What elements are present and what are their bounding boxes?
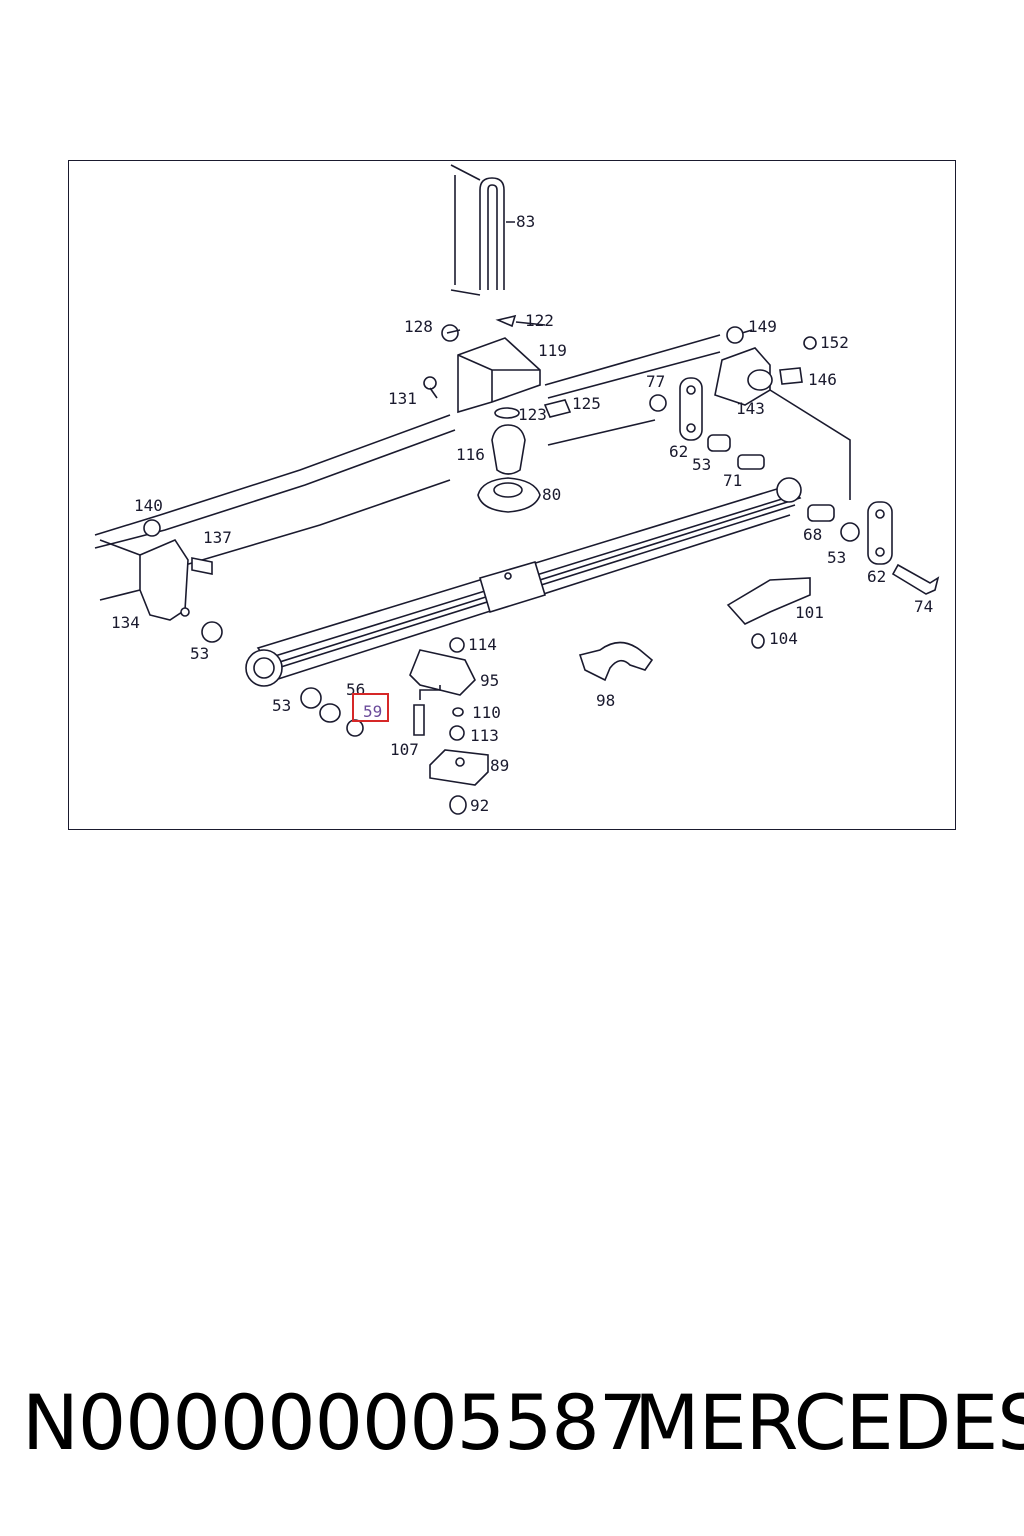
callout-53-rear: 53 — [827, 548, 846, 567]
callout-53-front: 53 — [190, 644, 209, 663]
part-number: N000000005587 — [22, 1378, 647, 1467]
callout-104: 104 — [769, 629, 798, 648]
callout-152: 152 — [820, 333, 849, 352]
callout-149: 149 — [748, 317, 777, 336]
callout-107: 107 — [390, 740, 419, 759]
callout-125: 125 — [572, 394, 601, 413]
callout-140: 140 — [134, 496, 163, 515]
callout-labels: 83 122 128 119 149 152 146 131 125 123 7… — [111, 212, 933, 815]
spring-plate-bracket — [726, 577, 811, 625]
callout-146: 146 — [808, 370, 837, 389]
frame-rail-lower — [174, 419, 656, 569]
leader-lines — [429, 221, 753, 399]
callout-71: 71 — [723, 471, 742, 490]
brand-name: MERCEDES — [634, 1378, 1024, 1467]
callout-122: 122 — [525, 311, 554, 330]
diagram-frame — [68, 160, 956, 830]
highlight-box — [352, 693, 389, 722]
callout-143: 143 — [736, 399, 765, 418]
bump-stop-bracket — [457, 337, 541, 414]
callout-77: 77 — [646, 372, 665, 391]
callout-134: 134 — [111, 613, 140, 632]
callout-116: 116 — [456, 445, 485, 464]
callout-113: 113 — [470, 726, 499, 745]
callout-131: 131 — [388, 389, 417, 408]
callout-59-highlighted: 59 — [363, 702, 382, 721]
front-hanger-bracket — [99, 538, 190, 621]
frame-rail-upper — [94, 334, 721, 549]
callout-92: 92 — [470, 796, 489, 815]
rear-shackle-bracket — [714, 347, 851, 500]
rubber-pad — [429, 749, 489, 786]
callout-62-rear: 62 — [867, 567, 886, 586]
callout-83: 83 — [516, 212, 535, 231]
spring-seat-mount — [477, 477, 541, 513]
callout-123: 123 — [518, 405, 547, 424]
callout-68: 68 — [803, 525, 822, 544]
shackle-plate-rear — [867, 501, 893, 565]
callout-80: 80 — [542, 485, 561, 504]
callout-53: 53 — [692, 455, 711, 474]
shackle-plate-front — [679, 377, 703, 441]
callout-101: 101 — [795, 603, 824, 622]
callout-95: 95 — [480, 671, 499, 690]
u-bolt — [450, 164, 505, 296]
stabilizer-clamp — [578, 641, 654, 682]
callout-128: 128 — [404, 317, 433, 336]
bolts-nuts — [143, 314, 940, 815]
callout-53-eye: 53 — [272, 696, 291, 715]
parts-diagram: 83 122 128 119 149 152 146 131 125 123 7… — [94, 164, 940, 815]
callout-89: 89 — [490, 756, 509, 775]
callout-74: 74 — [914, 597, 933, 616]
callout-110: 110 — [472, 703, 501, 722]
bump-stop — [491, 407, 526, 475]
callout-137: 137 — [203, 528, 232, 547]
callout-114: 114 — [468, 635, 497, 654]
callout-98: 98 — [596, 691, 615, 710]
callout-56: 56 — [346, 680, 365, 699]
leaf-spring — [245, 477, 802, 687]
callout-119: 119 — [538, 341, 567, 360]
clamp-bracket — [409, 649, 476, 700]
callout-62: 62 — [669, 442, 688, 461]
